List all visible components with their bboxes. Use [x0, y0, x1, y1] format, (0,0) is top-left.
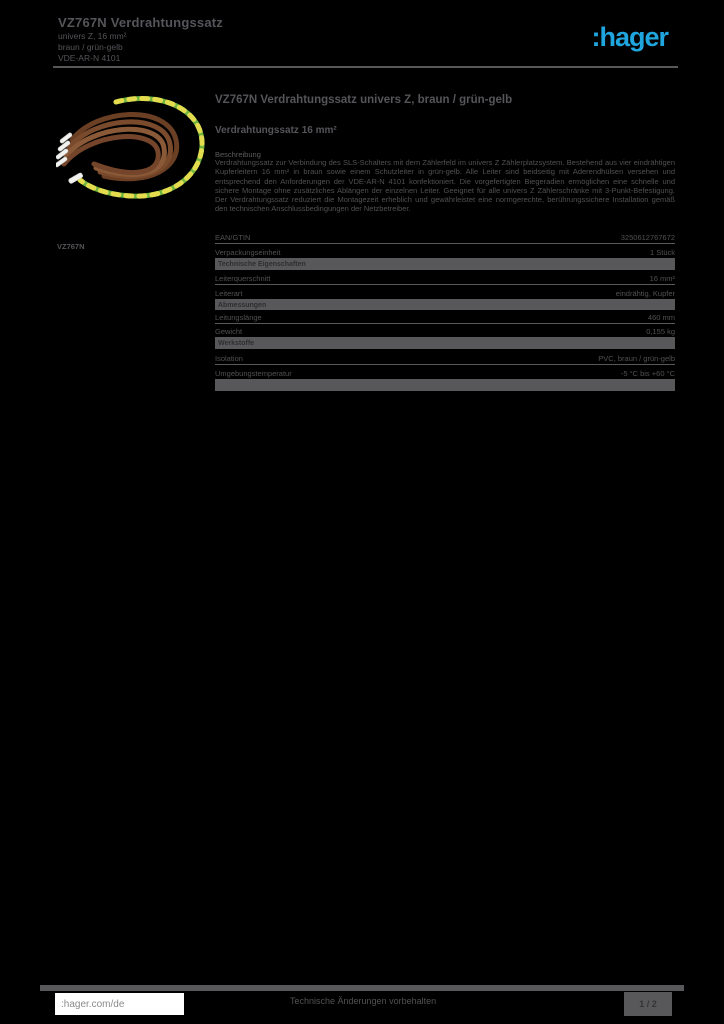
attribute-value: 1 Stück [649, 248, 675, 257]
attribute-label: EAN/GTIN [215, 233, 251, 242]
header-subtitle-1: univers Z, 16 mm² [58, 31, 127, 41]
footer-link[interactable]: :hager.com/de [61, 998, 125, 1010]
footer-page-indicator: 1 / 2 [639, 999, 657, 1009]
product-image [56, 96, 205, 199]
wire-green-yellow [77, 96, 205, 199]
attribute-value: 16 mm² [649, 274, 675, 283]
table-row: Verpackungseinheit 1 Stück [215, 244, 675, 259]
footer-note: Technische Änderungen vorbehalten [290, 996, 437, 1006]
table-row: Isolation PVC, braun / grün-gelb [215, 349, 675, 365]
product-subtitle: Verdrahtungssatz 16 mm² [215, 125, 337, 136]
description-text: Verdrahtungssatz zur Verbindung des SLS-… [215, 158, 675, 214]
product-name: VZ767N Verdrahtungssatz univers Z, braun… [215, 94, 513, 106]
wire-ferrules [56, 132, 83, 184]
header-title-block: VZ767N Verdrahtungssatz univers Z, 16 mm… [58, 15, 288, 64]
attribute-value: -5 °C bis +60 °C [620, 369, 675, 378]
attribute-value: 460 mm [647, 313, 675, 322]
hager-logo: :hager [591, 22, 669, 52]
attribute-value: 3250612767672 [620, 233, 675, 242]
attribute-label: Leitungslänge [215, 313, 262, 322]
attribute-label: Leiterquerschnitt [215, 274, 271, 283]
table-row: Leiterart eindrähtig, Kupfer [215, 285, 675, 300]
wire-brown-bundle [61, 112, 180, 182]
table-row: Gewicht 0,155 kg [215, 324, 675, 338]
attribute-value: PVC, braun / grün-gelb [598, 354, 675, 363]
footer-page-box: 1 / 2 [624, 992, 672, 1016]
table-row: EAN/GTIN 3250612767672 [215, 228, 675, 244]
attribute-label: Leiterart [215, 289, 243, 298]
header-product-code: VZ767N Verdrahtungssatz [58, 15, 223, 30]
attribute-label: Verpackungseinheit [215, 248, 281, 257]
table-section-header: Werkstoffe [215, 338, 675, 349]
header-subtitle-3: VDE-AR-N 4101 [58, 53, 121, 63]
attribute-label: Gewicht [215, 327, 243, 336]
header-divider [53, 66, 678, 68]
footer-link-box[interactable]: :hager.com/de [55, 993, 184, 1015]
table-row: Umgebungstemperatur -5 °C bis +60 °C [215, 365, 675, 380]
header-subtitle-2: braun / grün-gelb [58, 42, 123, 52]
table-section-header: Technische Eigenschaften [215, 259, 675, 270]
attribute-value: 0,155 kg [646, 327, 675, 336]
table-row: Leiterquerschnitt 16 mm² [215, 270, 675, 285]
description-label: Beschreibung [215, 150, 261, 159]
table-row: Leitungslänge 460 mm [215, 310, 675, 324]
attribute-label: Umgebungstemperatur [215, 369, 292, 378]
footer-divider-bar [40, 985, 684, 991]
article-code: VZ767N [57, 242, 85, 251]
table-bottom-bar [215, 380, 675, 391]
table-section-header: Abmessungen [215, 300, 675, 310]
attribute-label: Isolation [215, 354, 243, 363]
attribute-value: eindrähtig, Kupfer [615, 289, 675, 298]
